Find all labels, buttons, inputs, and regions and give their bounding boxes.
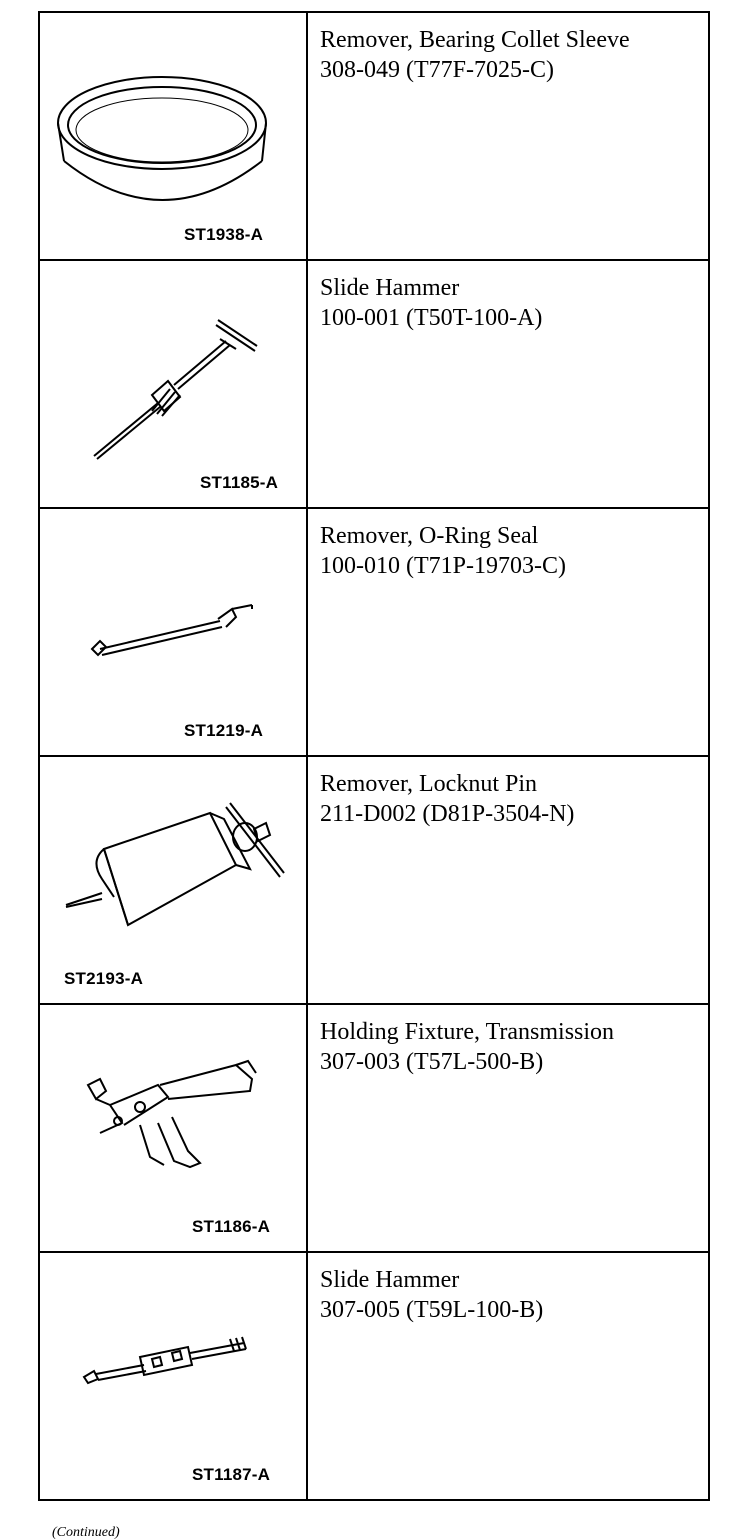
tool-code: ST2193-A [64,969,144,988]
tool-code: ST1219-A [184,721,264,740]
tool-description-cell: Slide Hammer 307-005 (T59L-100-B) [306,1251,710,1501]
tool-number: 308-049 (T77F-7025-C) [320,57,554,83]
table-row: ST2193-A Remover, Locknut Pin 211-D002 (… [38,755,710,1005]
tool-name: Remover, Bearing Collet Sleeve [320,27,630,53]
tool-description-cell: Remover, Bearing Collet Sleeve 308-049 (… [306,11,710,261]
tool-name: Remover, O-Ring Seal [320,523,539,549]
slide-hammer-icon [93,319,258,460]
collet-sleeve-icon [57,76,267,201]
tool-code: ST1185-A [200,473,279,492]
tool-description-cell: Holding Fixture, Transmission 307-003 (T… [306,1003,710,1253]
table-row: ST1185-A Slide Hammer 100-001 (T50T-100-… [38,259,710,509]
tool-number: 100-001 (T50T-100-A) [320,305,543,331]
table-row: ST1938-A Remover, Bearing Collet Sleeve … [38,11,710,261]
tool-code: ST1187-A [192,1465,271,1484]
tool-code: ST1938-A [184,225,264,244]
tool-description-cell: Slide Hammer 100-001 (T50T-100-A) [306,259,710,509]
continued-note: (Continued) [52,1525,120,1540]
tool-name: Slide Hammer [320,1267,460,1293]
table-row: ST1219-A Remover, O-Ring Seal 100-010 (T… [38,507,710,757]
holding-fixture-icon [86,1059,257,1169]
o-ring-remover-icon [90,604,253,657]
tool-number: 307-003 (T57L-500-B) [320,1049,544,1075]
tool-code: ST1186-A [192,1217,271,1236]
tool-name: Remover, Locknut Pin [320,771,538,797]
locknut-pin-remover-icon [65,802,285,927]
slide-hammer-small-icon [82,1336,247,1385]
tool-number: 307-005 (T59L-100-B) [320,1297,544,1323]
tool-image-cell: ST2193-A [38,755,308,1005]
tool-name: Slide Hammer [320,275,460,301]
tool-description-cell: Remover, Locknut Pin 211-D002 (D81P-3504… [306,755,710,1005]
tool-image-cell: ST1187-A [38,1251,308,1501]
tool-name: Holding Fixture, Transmission [320,1019,615,1045]
tool-description-cell: Remover, O-Ring Seal 100-010 (T71P-19703… [306,507,710,757]
tool-image-cell: ST1186-A [38,1003,308,1253]
table-row: ST1187-A Slide Hammer 307-005 (T59L-100-… [38,1251,710,1501]
tool-image-cell: ST1219-A [38,507,308,757]
tool-image-cell: ST1938-A [38,11,308,261]
tool-number: 100-010 (T71P-19703-C) [320,553,566,579]
table-row: ST1186-A Holding Fixture, Transmission 3… [38,1003,710,1253]
tool-image-cell: ST1185-A [38,259,308,509]
tool-number: 211-D002 (D81P-3504-N) [320,801,575,827]
special-tools-table: ST1938-A Remover, Bearing Collet Sleeve … [38,11,710,1501]
